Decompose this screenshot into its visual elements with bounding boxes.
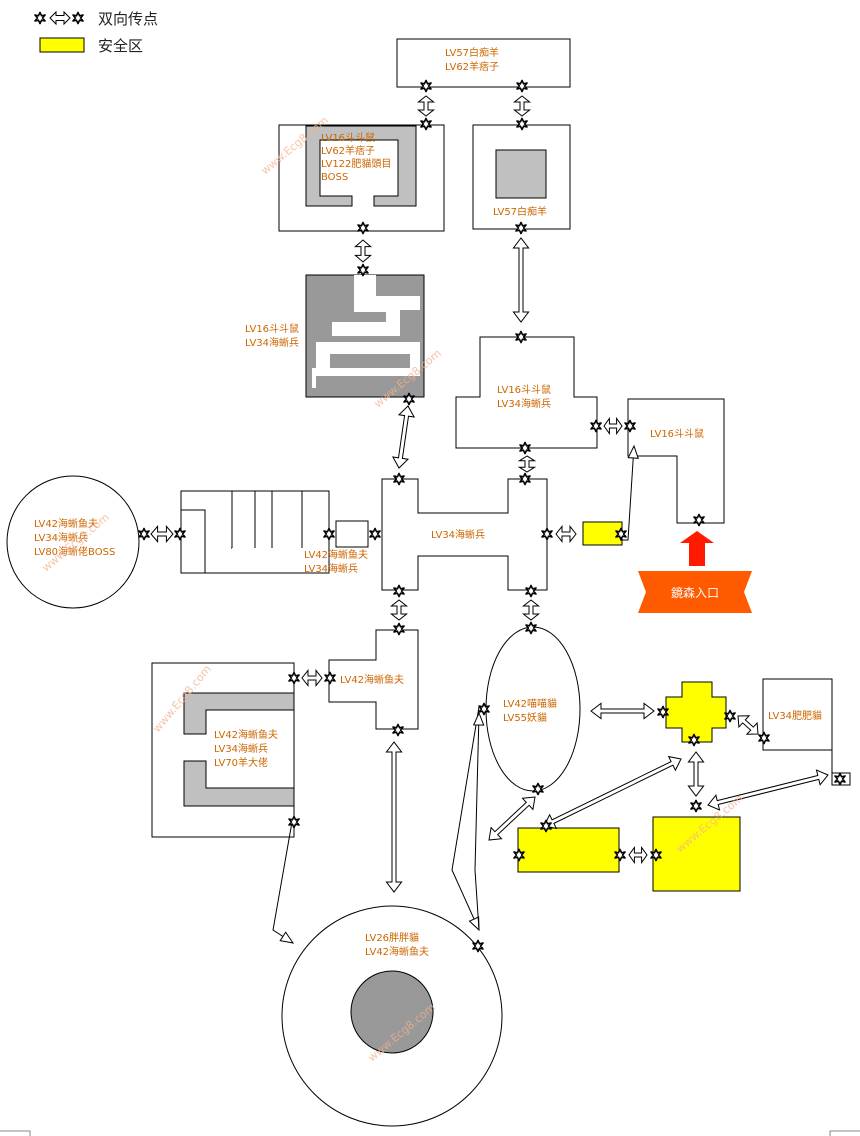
- room-label: LV42海蜥鱼夫: [340, 673, 404, 686]
- bidirectional-arrow: [707, 769, 829, 811]
- bidirectional-arrow: [488, 796, 536, 841]
- one-way-path: [272, 821, 294, 944]
- room-ellipse: LV42喵喵貓 LV55妖貓: [485, 626, 581, 792]
- entrance-marker: 鏡森入口: [638, 531, 752, 613]
- bidirectional-arrow: [590, 702, 655, 720]
- bidirectional-arrow: [543, 755, 682, 830]
- corridor-box: [335, 520, 369, 548]
- room-label: LV70羊大佬: [214, 756, 268, 769]
- bidirectional-arrow: [385, 741, 403, 893]
- legend-teleport-label: 双向传点: [98, 10, 158, 28]
- room-maze: LV16斗斗鼠 LV34海蜥兵: [245, 274, 425, 398]
- room-sheep: LV57白痴羊: [472, 124, 571, 230]
- connector-layer: [150, 95, 829, 944]
- teleport-icon: [369, 527, 381, 541]
- bidirectional-arrow: [603, 416, 623, 436]
- safe-zone: [517, 827, 620, 873]
- bidirectional-arrow: [687, 751, 705, 797]
- room-big-circle: LV26胖胖貓 LV42海蜥鱼夫: [281, 905, 503, 1127]
- safe-zone: [665, 681, 727, 743]
- room-central-hall: LV34海蜥兵: [381, 478, 548, 591]
- safe-zone-swatch: [39, 37, 85, 53]
- room-label: LV55妖貓: [503, 711, 547, 724]
- room-label: LV16斗斗鼠: [321, 131, 375, 144]
- one-way-arrowhead: [472, 711, 485, 726]
- room-label: LV34肥肥貓: [768, 709, 822, 722]
- page-corner-mark: [829, 1130, 860, 1136]
- room-boss: LV16斗斗鼠 LV62羊痞子 LV122肥貓頭目 BOSS: [278, 124, 445, 232]
- entrance-label: 鏡森入口: [671, 585, 719, 600]
- room-label: LV122肥貓頭目: [321, 157, 391, 170]
- room-label: LV62羊痞子: [321, 144, 375, 157]
- room-top-bar: LV57白痴羊 LV62羊痞子: [396, 38, 571, 88]
- bidirectional-arrow: [389, 599, 409, 621]
- one-way-arrowhead: [279, 931, 295, 944]
- room-label: BOSS: [321, 172, 348, 183]
- room-label: LV57白痴羊: [445, 46, 499, 59]
- room-label: LV26胖胖貓: [365, 931, 419, 944]
- bidirectional-arrow: [512, 95, 532, 117]
- bidirectional-arrow: [391, 405, 416, 469]
- bidirectional-arrow: [521, 599, 541, 621]
- room-label: LV57白痴羊: [493, 205, 547, 218]
- bidirectional-arrow: [416, 95, 436, 117]
- room-entrance: LV16斗斗鼠: [627, 398, 725, 524]
- room-label: LV16斗斗鼠: [650, 427, 704, 440]
- bidirectional-arrow: [555, 524, 577, 544]
- room-left-circle: LV42海蜥鱼夫 LV34海蜥兵 LV80海蜥佬BOSS: [6, 475, 140, 609]
- room-label: LV42海蜥鱼夫: [365, 945, 429, 958]
- room-label: LV42海蜥鱼夫: [214, 728, 278, 741]
- room-fat-cat: LV34肥肥貓: [762, 678, 851, 786]
- bidirectional-arrow: [301, 668, 323, 688]
- room-label: LV16斗斗鼠: [245, 322, 299, 335]
- bidirectional-arrow: [150, 525, 174, 543]
- room-label: LV34海蜥兵: [304, 562, 358, 575]
- room-label: LV34海蜥兵: [245, 336, 299, 349]
- entrance-banner: [638, 571, 752, 613]
- teleport-icon: [72, 11, 84, 25]
- legend: 双向传点 安全区: [34, 10, 158, 55]
- room-label: LV34海蜥兵: [34, 531, 88, 544]
- bidirectional-arrow: [354, 239, 372, 263]
- one-way-path: [620, 445, 635, 541]
- room-label: LV34海蜥兵: [214, 742, 268, 755]
- teleport-icon: [34, 11, 46, 25]
- room-label: LV80海蜥佬BOSS: [34, 545, 115, 558]
- room-label: LV62羊痞子: [445, 60, 499, 73]
- bidirectional-arrow: [517, 455, 537, 473]
- teleport-icon: [690, 799, 702, 813]
- room-label: LV42喵喵貓: [503, 697, 557, 710]
- room-label: LV42海蜥鱼夫: [304, 548, 368, 561]
- one-way-path: [474, 712, 480, 931]
- room-lower-left: LV42海蜥鱼夫 LV34海蜥兵 LV70羊大佬: [151, 662, 295, 838]
- room-fisher: LV42海蜥鱼夫: [328, 629, 419, 730]
- bidirectional-arrow: [512, 237, 530, 323]
- one-way-arrowhead: [627, 444, 639, 459]
- one-way-path: [451, 706, 480, 931]
- one-way-arrowhead: [468, 916, 480, 932]
- bidirectional-arrow: [737, 715, 759, 735]
- room-comb: LV42海蜥鱼夫 LV34海蜥兵: [180, 490, 368, 575]
- page-corner-mark: [0, 1130, 31, 1136]
- room-label: LV42海蜥鱼夫: [34, 517, 98, 530]
- entrance-arrow-icon: [680, 531, 714, 566]
- room-mid-right: LV16斗斗鼠 LV34海蜥兵: [455, 336, 598, 449]
- legend-safe-label: 安全区: [98, 37, 143, 55]
- bidirectional-arrow: [628, 845, 648, 865]
- room-label: LV34海蜥兵: [497, 397, 551, 410]
- room-label: LV16斗斗鼠: [497, 383, 551, 396]
- safe-zone: [582, 521, 623, 546]
- double-arrow-icon: [49, 10, 71, 26]
- teleport-icon: [357, 263, 369, 277]
- teleport-icon: [138, 527, 150, 541]
- room-label: LV34海蜥兵: [431, 528, 485, 541]
